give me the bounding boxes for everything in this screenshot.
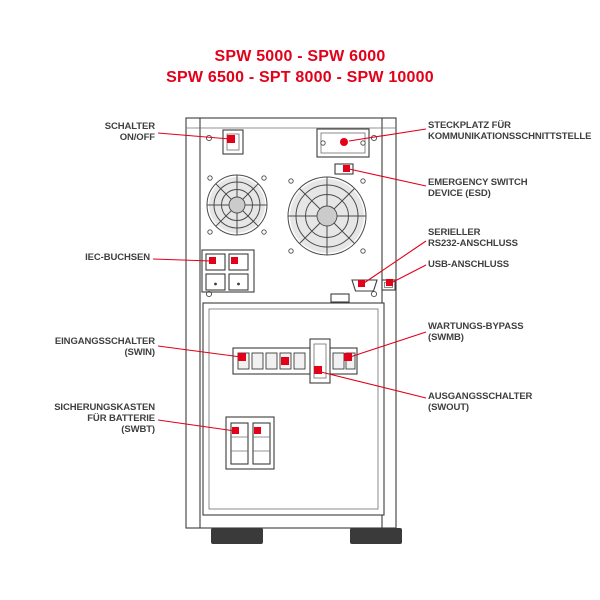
label-sicherungskasten: SICHERUNGSKASTEN FÜR BATTERIE (SWBT) — [54, 402, 155, 435]
label-steckplatz: STECKPLATZ FÜR KOMMUNIKATIONSSCHNITTSTEL… — [428, 120, 591, 142]
label-line: DEVICE (ESD) — [428, 188, 491, 199]
label-line: STECKPLATZ FÜR — [428, 120, 511, 131]
foot-left — [211, 528, 263, 544]
label-ausgangsschalter: AUSGANGSSCHALTER (SWOUT) — [428, 391, 532, 413]
label-line: ON/OFF — [119, 132, 155, 143]
label-line: (SWBT) — [121, 424, 155, 435]
label-wartungs-bypass: WARTUNGS-BYPASS (SWMB) — [428, 321, 524, 343]
title-line-2: SPW 6500 - SPT 8000 - SPW 10000 — [166, 69, 434, 86]
label-line: EMERGENCY SWITCH — [428, 177, 528, 188]
vent-slot — [330, 293, 350, 303]
label-esd: EMERGENCY SWITCH DEVICE (ESD) — [428, 177, 528, 199]
label-usb: USB-ANSCHLUSS — [428, 259, 509, 270]
lower-panel — [202, 302, 385, 516]
label-line: AUSGANGSSCHALTER — [428, 391, 533, 402]
label-line: WARTUNGS-BYPASS — [428, 321, 524, 332]
label-line: (SWOUT) — [428, 402, 469, 413]
label-schalter-onoff: SCHALTER ON/OFF — [105, 121, 155, 143]
label-line: USB-ANSCHLUSS — [428, 259, 510, 270]
label-line: FÜR BATTERIE — [87, 413, 155, 424]
label-rs232: SERIELLER RS232-ANSCHLUSS — [428, 227, 518, 249]
diagram-title: SPW 5000 - SPW 6000 SPW 6500 - SPT 8000 … — [0, 46, 600, 88]
label-line: (SWMB) — [428, 332, 464, 343]
label-eingangsschalter: EINGANGSSCHALTER (SWIN) — [55, 336, 155, 358]
label-line: SERIELLER — [428, 227, 481, 238]
label-line: EINGANGSSCHALTER — [54, 336, 155, 347]
fan-left — [206, 174, 268, 236]
label-line: SCHALTER — [104, 121, 155, 132]
foot-right — [350, 528, 402, 544]
label-line: SICHERUNGSKASTEN — [54, 402, 155, 413]
component-markers — [209, 135, 393, 434]
label-line: IEC-BUCHSEN — [85, 252, 150, 263]
label-line: (SWIN) — [124, 347, 155, 358]
label-line: KOMMUNIKATIONSSCHNITTSTELLE — [428, 131, 592, 142]
title-line-1: SPW 5000 - SPW 6000 — [214, 48, 386, 65]
label-line: RS232-ANSCHLUSS — [428, 238, 518, 249]
fan-right — [287, 176, 367, 256]
label-iec-buchsen: IEC-BUCHSEN — [85, 252, 150, 263]
iec-sockets — [201, 249, 255, 293]
leader-lines — [152, 128, 427, 432]
